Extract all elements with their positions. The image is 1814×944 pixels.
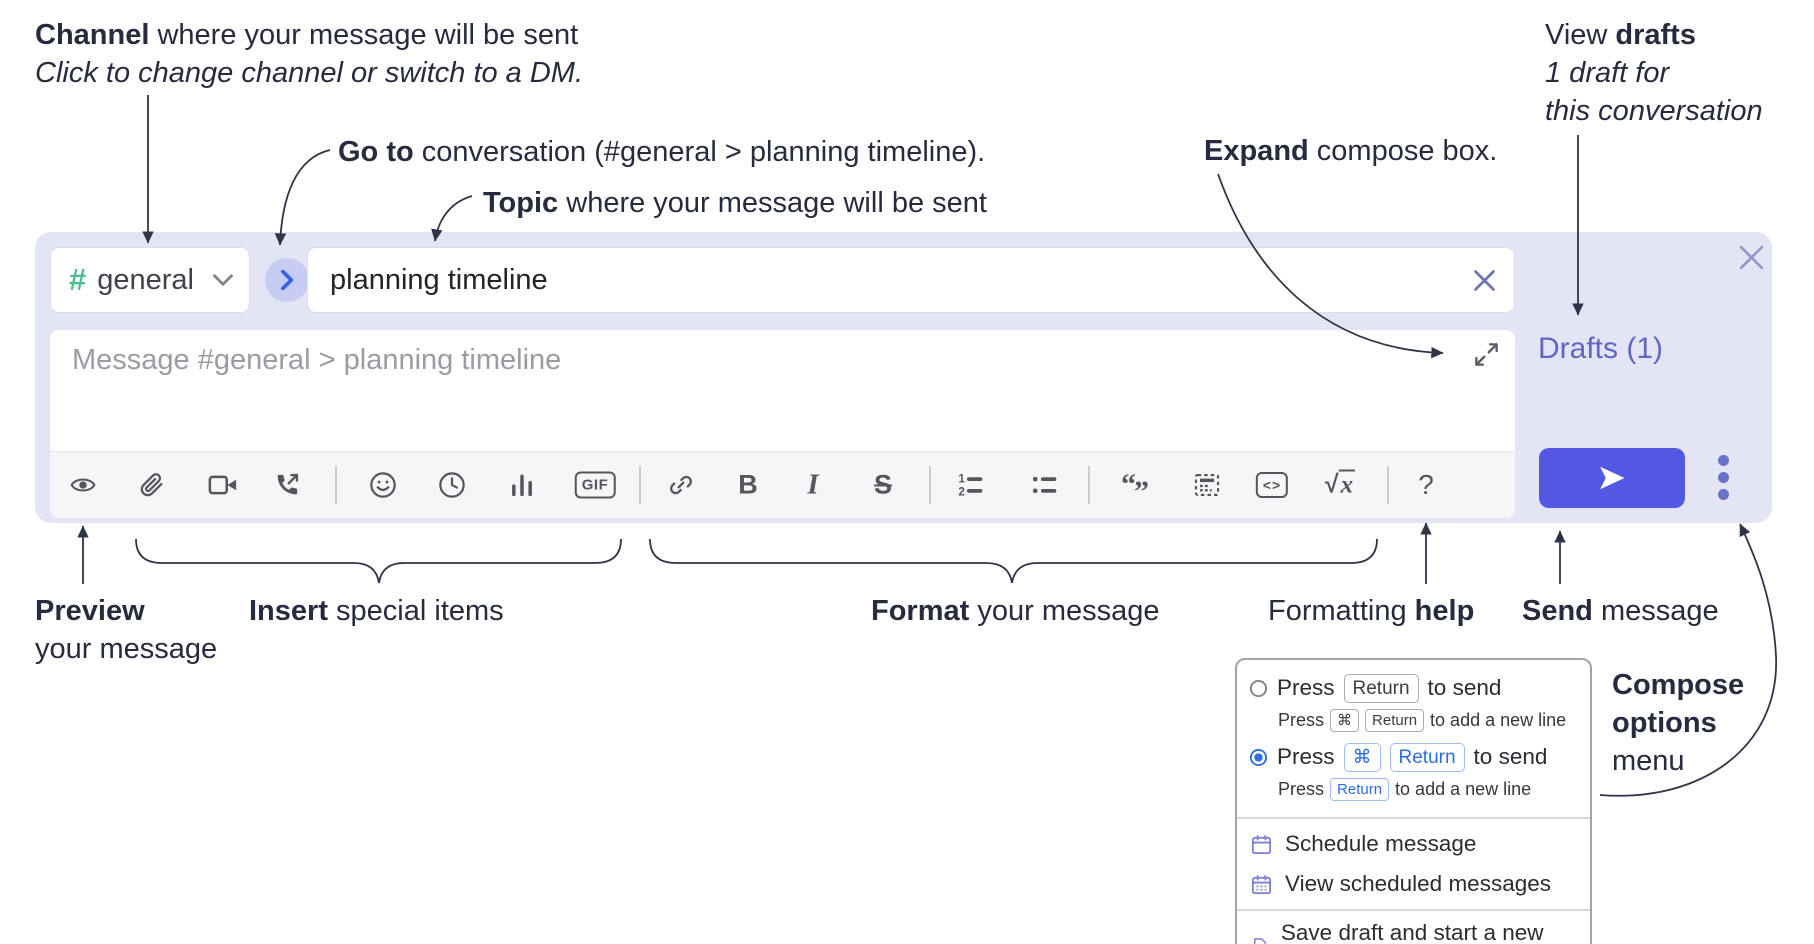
- send-options-popup: Press Return to send Press ⌘ Return to a…: [1235, 658, 1592, 944]
- drafts-link[interactable]: Drafts (1): [1538, 332, 1664, 365]
- video-call-icon[interactable]: [208, 472, 238, 498]
- voice-call-icon[interactable]: [273, 471, 301, 499]
- topic-value: planning timeline: [330, 263, 548, 296]
- calendar-dots-icon: [1251, 874, 1272, 894]
- toolbar-separator: [335, 466, 337, 504]
- quote-icon[interactable]: “”: [1121, 468, 1149, 508]
- menu-item-schedule-message[interactable]: Schedule message: [1237, 824, 1590, 864]
- insert-annotation: Insert special items: [249, 595, 504, 627]
- kbd-cmd: ⌘: [1330, 708, 1360, 732]
- kbd-return: Return: [1389, 742, 1465, 772]
- radio-cmd-return-to-send[interactable]: Press ⌘ Return to send: [1249, 739, 1578, 775]
- compose-options-kebab-icon[interactable]: [1710, 455, 1736, 500]
- topic-input[interactable]: planning timeline: [307, 247, 1515, 313]
- goto-annotation: Go to conversation (#general > planning …: [338, 136, 986, 168]
- menu-item-view-scheduled[interactable]: View scheduled messages: [1237, 864, 1590, 904]
- topic-annotation: Topic where your message will be sent: [483, 187, 987, 219]
- link-icon[interactable]: [667, 471, 695, 499]
- kbd-return: Return: [1330, 777, 1390, 801]
- radio-cmd-return-sub: Press Return to add a new line: [1278, 777, 1532, 801]
- channel-hash-icon: #: [69, 262, 87, 297]
- poll-icon[interactable]: [508, 471, 536, 499]
- bold-icon[interactable]: B: [738, 469, 758, 500]
- go-to-conversation-button[interactable]: [265, 258, 309, 302]
- save-draft-icon: [1253, 937, 1267, 944]
- channel-annotation-bold: Channel: [35, 19, 150, 51]
- radio-return-to-send[interactable]: Press Return to send: [1249, 670, 1578, 706]
- svg-text:2: 2: [958, 486, 965, 499]
- channel-name: general: [97, 263, 194, 296]
- channel-annotation: Channel where your message will be sent …: [35, 16, 583, 92]
- toolbar-separator: [639, 466, 641, 504]
- math-icon[interactable]: √x: [1324, 469, 1356, 499]
- radio-selected-icon: [1249, 748, 1268, 767]
- close-compose-icon[interactable]: [1736, 242, 1767, 273]
- emoji-icon[interactable]: [369, 471, 397, 499]
- time-icon[interactable]: [438, 471, 466, 499]
- spoiler-icon[interactable]: [1193, 471, 1221, 499]
- chevron-down-icon: [213, 274, 233, 286]
- clear-topic-icon[interactable]: [1471, 267, 1498, 294]
- expand-annotation: Expand compose box.: [1204, 135, 1498, 167]
- toolbar-separator: [929, 466, 931, 504]
- message-placeholder: Message #general > planning timeline: [72, 344, 562, 376]
- kbd-return: Return: [1343, 673, 1419, 703]
- popup-divider: [1237, 817, 1590, 819]
- help-icon[interactable]: ?: [1418, 469, 1434, 500]
- toolbar-separator: [1088, 466, 1090, 504]
- send-button[interactable]: [1539, 448, 1685, 508]
- chevron-right-icon: [280, 270, 294, 290]
- radio-return-sub: Press ⌘ Return to add a new line: [1278, 708, 1567, 732]
- channel-selector[interactable]: # general: [50, 247, 250, 313]
- view-drafts-annotation: View drafts 1 draft for this conversatio…: [1545, 19, 1763, 127]
- expand-compose-icon[interactable]: [1473, 341, 1500, 373]
- svg-text:1: 1: [958, 473, 965, 486]
- channel-annotation-rest: where your message will be sent: [149, 19, 579, 51]
- preview-annotation: Preview your message: [35, 595, 218, 665]
- menu-item-save-draft[interactable]: Save draft and start a new message: [1237, 911, 1590, 944]
- calendar-icon: [1251, 834, 1272, 854]
- code-icon[interactable]: <>: [1255, 472, 1289, 498]
- kbd-cmd: ⌘: [1343, 742, 1381, 772]
- popup-divider: [1237, 909, 1590, 911]
- gif-icon[interactable]: GIF: [574, 471, 616, 499]
- attach-file-icon[interactable]: [139, 472, 166, 499]
- bulleted-list-icon[interactable]: [1029, 471, 1059, 499]
- format-annotation: Format your message: [871, 595, 1160, 627]
- send-annotation: Send message: [1522, 595, 1719, 627]
- toolbar-separator: [1387, 466, 1389, 504]
- message-textarea[interactable]: Message #general > planning timeline: [50, 330, 1515, 518]
- kbd-return: Return: [1365, 708, 1425, 732]
- preview-icon[interactable]: [67, 472, 99, 498]
- channel-annotation-sub: Click to change channel or switch to a D…: [35, 57, 584, 89]
- radio-unselected-icon: [1249, 679, 1268, 698]
- send-icon: [1600, 466, 1625, 490]
- italic-icon[interactable]: I: [807, 468, 819, 501]
- strikethrough-icon[interactable]: S: [873, 469, 893, 500]
- compose-options-annotation: Compose options menu: [1612, 669, 1745, 777]
- formatting-help-annotation: Formatting help: [1268, 595, 1475, 627]
